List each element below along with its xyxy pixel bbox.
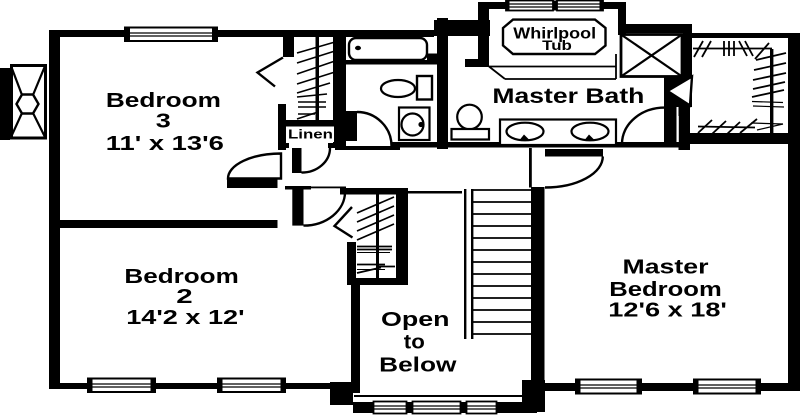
svg-text:Linen: Linen xyxy=(288,127,333,142)
svg-text:11' x 13'6: 11' x 13'6 xyxy=(106,133,224,155)
svg-text:Whirlpool: Whirlpool xyxy=(513,25,596,42)
svg-text:2: 2 xyxy=(176,286,192,308)
svg-text:Below: Below xyxy=(379,355,457,377)
svg-text:Master Bath: Master Bath xyxy=(492,85,644,108)
svg-text:Bedroom: Bedroom xyxy=(124,266,238,288)
svg-text:12'6 x 18': 12'6 x 18' xyxy=(608,300,727,322)
svg-text:3: 3 xyxy=(156,111,171,133)
svg-text:Bedroom: Bedroom xyxy=(609,279,722,301)
svg-text:Bedroom: Bedroom xyxy=(106,90,221,112)
svg-text:to: to xyxy=(404,332,425,354)
svg-text:Master: Master xyxy=(623,257,709,279)
svg-text:Tub: Tub xyxy=(542,37,572,53)
svg-text:14'2 x 12': 14'2 x 12' xyxy=(126,307,244,329)
svg-text:Open: Open xyxy=(381,309,450,331)
